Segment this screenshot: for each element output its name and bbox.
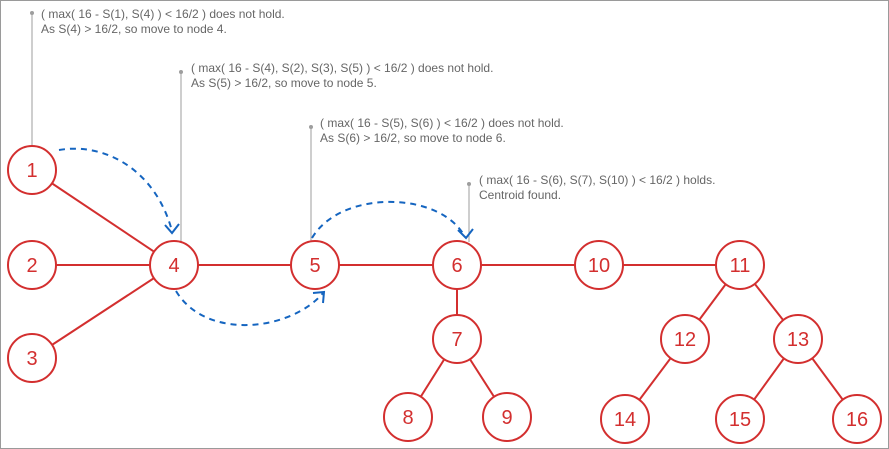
node-label-6: 6 (451, 255, 462, 277)
edge-1-4 (31, 169, 175, 266)
node-11[interactable]: 11 (715, 240, 765, 290)
node-label-9: 9 (501, 407, 512, 429)
node-label-15: 15 (729, 409, 751, 431)
annotation-4-line-1: ( max( 16 - S(4), S(2), S(3), S(5) ) < 1… (191, 61, 493, 75)
node-5[interactable]: 5 (290, 240, 340, 290)
node-label-12: 12 (674, 329, 696, 351)
node-label-2: 2 (26, 255, 37, 277)
node-16[interactable]: 16 (832, 394, 882, 444)
node-label-1: 1 (26, 160, 37, 182)
pointer-dot-4 (179, 70, 183, 74)
edges (31, 169, 858, 420)
annotation-1-line-1: ( max( 16 - S(1), S(4) ) < 16/2 ) does n… (41, 7, 285, 21)
move-arrow-5-to-6 (311, 201, 466, 239)
arrowhead-1-to-4 (164, 223, 180, 235)
node-label-7: 7 (451, 329, 462, 351)
node-label-16: 16 (846, 409, 868, 431)
node-9[interactable]: 9 (482, 392, 532, 442)
node-6[interactable]: 6 (432, 240, 482, 290)
pointer-dot-6 (467, 182, 471, 186)
node-14[interactable]: 14 (600, 394, 650, 444)
arrowhead-5-to-6 (457, 228, 474, 240)
annotation-6-line-2: Centroid found. (479, 188, 561, 202)
pointer-dot-5 (309, 125, 313, 129)
edge-3-4 (31, 264, 175, 359)
node-label-8: 8 (402, 407, 413, 429)
annotation-1-line-2: As S(4) > 16/2, so move to node 4. (41, 22, 227, 36)
node-7[interactable]: 7 (432, 314, 482, 364)
node-15[interactable]: 15 (715, 394, 765, 444)
annotations: ( max( 16 - S(1), S(4) ) < 16/2 ) does n… (41, 7, 715, 202)
annotation-5-line-2: As S(6) > 16/2, so move to node 6. (320, 131, 506, 145)
node-1[interactable]: 1 (7, 145, 57, 195)
node-3[interactable]: 3 (7, 333, 57, 383)
node-label-10: 10 (588, 255, 610, 277)
move-arrow-1-to-4 (58, 147, 173, 232)
node-12[interactable]: 12 (660, 314, 710, 364)
arrowhead-4-to-5 (312, 290, 326, 304)
move-arrow-4-to-5 (175, 290, 324, 326)
node-label-13: 13 (787, 329, 809, 351)
annotation-pointers (30, 11, 471, 242)
nodes: 1 2 3 4 5 6 7 8 9 10 11 12 13 14 15 16 (7, 145, 882, 444)
node-8[interactable]: 8 (383, 392, 433, 442)
annotation-5-line-1: ( max( 16 - S(5), S(6) ) < 16/2 ) does n… (320, 116, 564, 130)
move-arrows (58, 147, 474, 326)
annotation-4-line-2: As S(5) > 16/2, so move to node 5. (191, 76, 377, 90)
node-label-5: 5 (309, 255, 320, 277)
node-2[interactable]: 2 (7, 240, 57, 290)
node-13[interactable]: 13 (773, 314, 823, 364)
node-label-11: 11 (730, 255, 751, 277)
node-label-3: 3 (26, 348, 37, 370)
node-label-14: 14 (614, 409, 636, 431)
node-10[interactable]: 10 (574, 240, 624, 290)
pointer-dot-1 (30, 11, 34, 15)
node-label-4: 4 (168, 255, 179, 277)
node-4[interactable]: 4 (149, 240, 199, 290)
annotation-6-line-1: ( max( 16 - S(6), S(7), S(10) ) < 16/2 )… (479, 173, 715, 187)
